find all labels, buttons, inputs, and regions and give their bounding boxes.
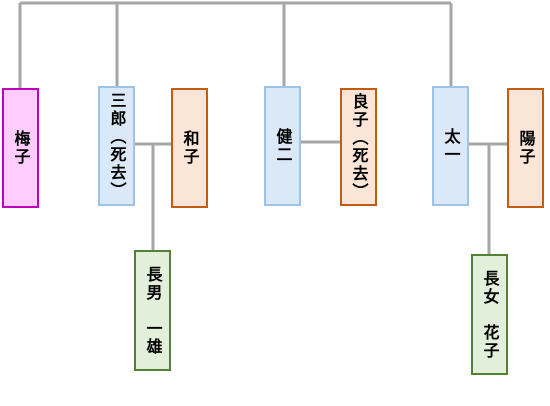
person-box-saburo[interactable]: 三郎（死去）: [98, 86, 135, 206]
person-name: 長男 一雄: [143, 265, 163, 356]
person-name: 梅子: [11, 130, 31, 166]
person-box-taichi[interactable]: 太一: [432, 86, 469, 206]
person-box-yoko[interactable]: 陽子: [507, 88, 544, 208]
person-box-kazuko[interactable]: 和子: [171, 88, 208, 208]
person-name: 陽子: [516, 130, 536, 166]
person-box-choujo[interactable]: 長女 花子: [471, 254, 508, 375]
person-name: 健二: [273, 128, 293, 164]
person-name: 三郎（死去）: [107, 92, 127, 200]
person-box-kenji[interactable]: 健二: [264, 86, 301, 206]
person-name: 良子（死去）: [349, 93, 369, 201]
person-name: 太一: [441, 128, 461, 164]
person-box-umeko[interactable]: 梅子: [2, 88, 39, 208]
person-box-yoshiko[interactable]: 良子（死去）: [340, 88, 377, 206]
taichi-yoko-couple-line: [468, 142, 507, 254]
top-connector-line: [18, 1, 453, 88]
person-box-choudan[interactable]: 長男 一雄: [134, 250, 171, 371]
saburo-kazuko-couple-line: [134, 142, 172, 250]
person-name: 和子: [180, 130, 200, 166]
person-name: 長女 花子: [480, 269, 500, 360]
